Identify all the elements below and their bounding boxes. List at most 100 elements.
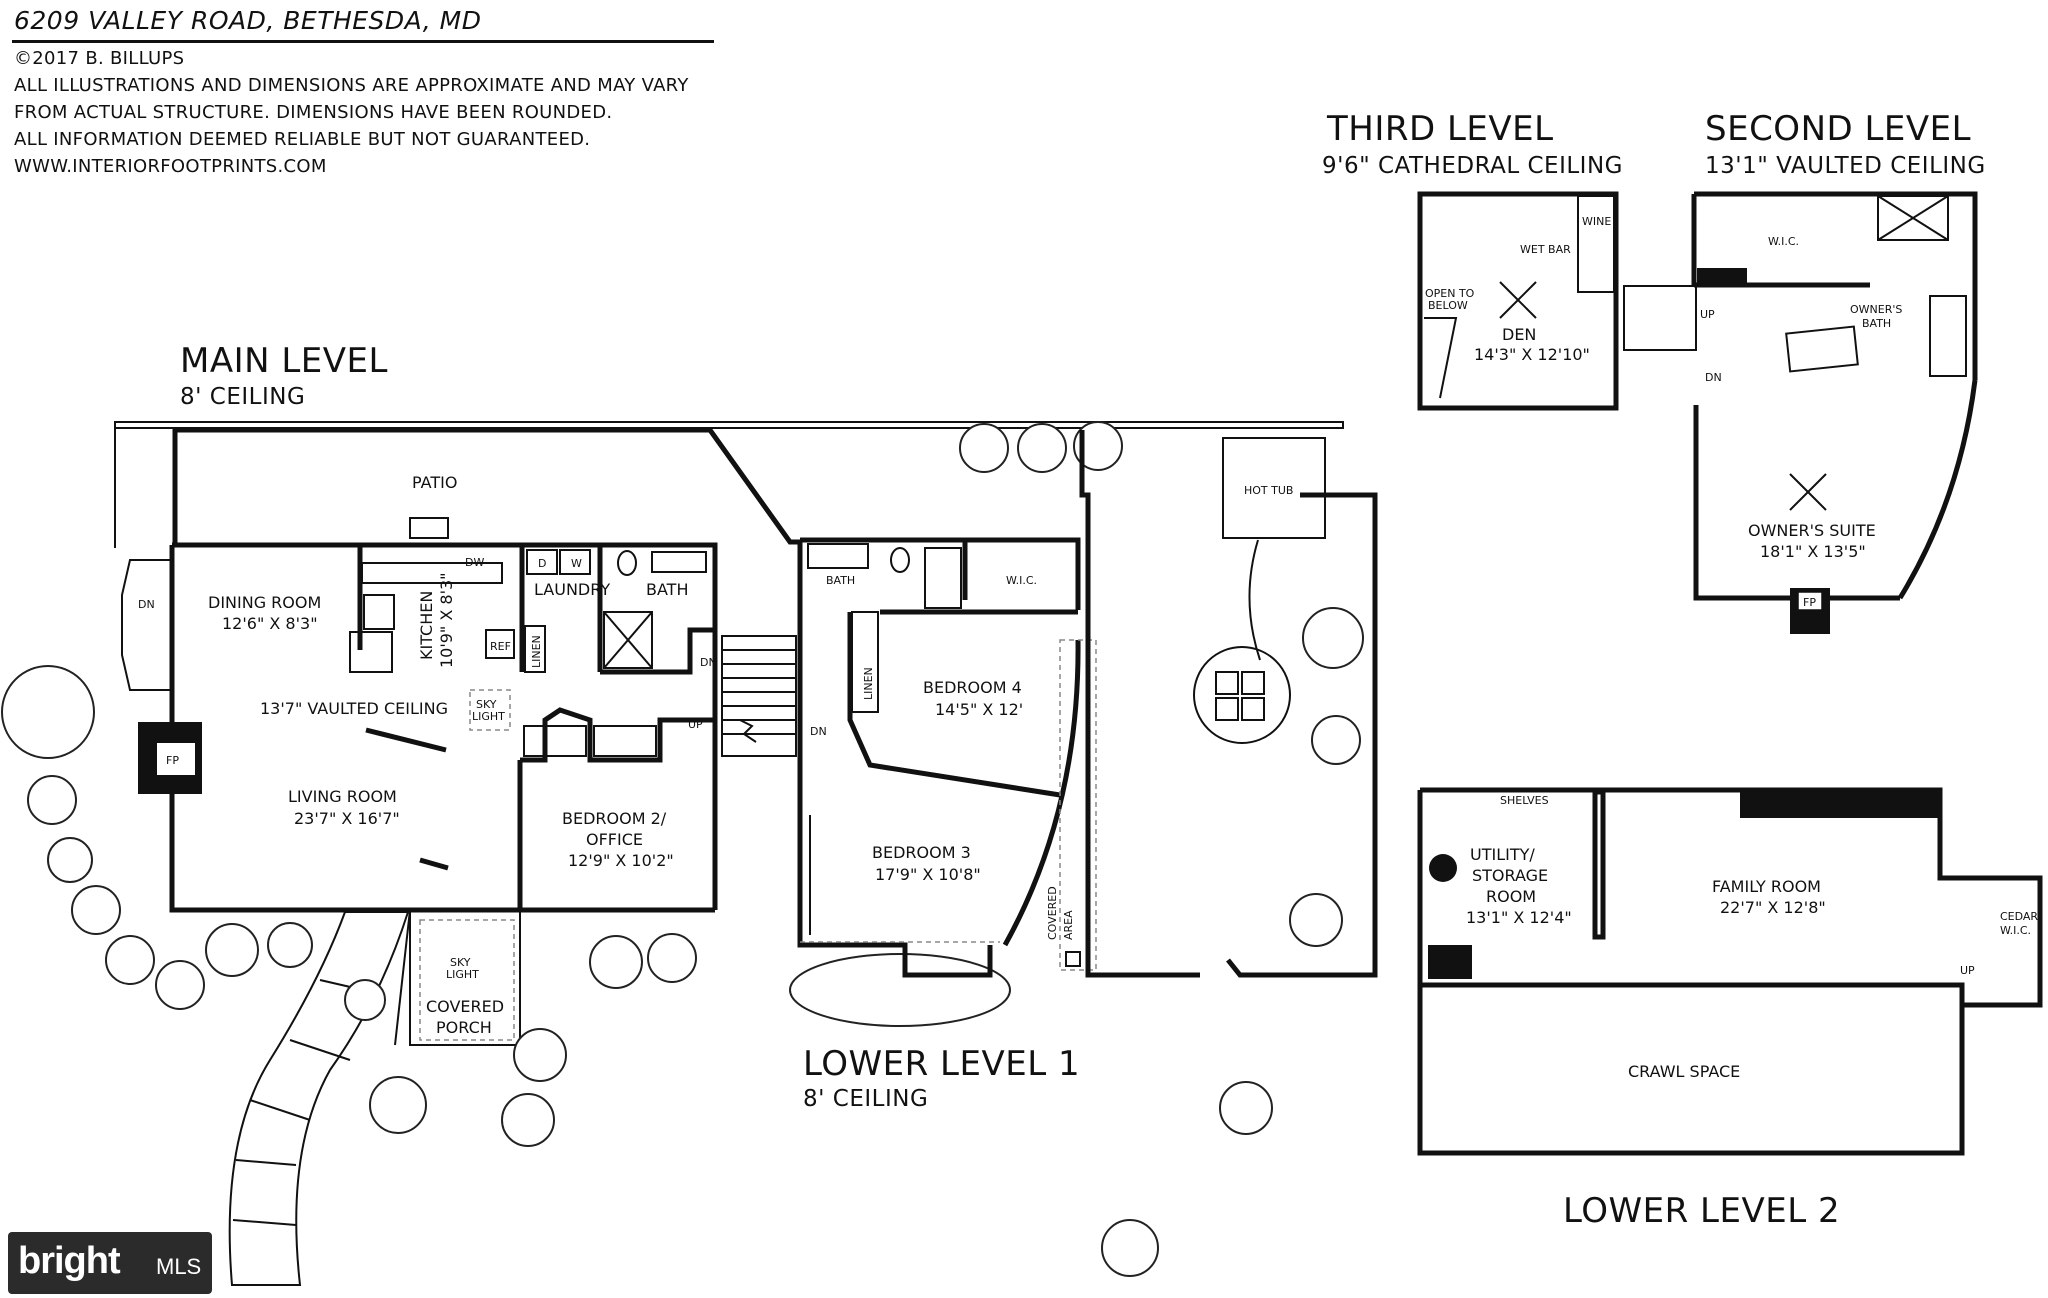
website-line: WWW.INTERIORFOOTPRINTS.COM [14,156,327,177]
header-rule [12,40,714,43]
main-shower-x2 [603,611,653,669]
wine-label: WINE [1582,215,1611,228]
ll1-wic-label: W.I.C. [1006,574,1037,587]
property-address-title: 6209 VALLEY ROAD, BETHESDA, MD [14,6,482,35]
porch-label-2: PORCH [436,1018,492,1037]
second-wic-shelf [1697,268,1747,286]
suite-left-bottom [1693,405,1790,601]
landscaping [1,421,1364,1277]
logo-wordmark: bright [18,1240,121,1282]
utility-label-3: ROOM [1486,887,1536,906]
ll2-top-right-wall [1420,787,2043,1008]
round-patio [1193,646,1291,744]
bedroom2-label-2: OFFICE [586,830,643,849]
kitchen-label: KITCHEN [417,591,436,660]
owners-bath-1: OWNER'S [1850,303,1902,316]
crawl-space [1417,982,1965,1156]
refrigerator [485,629,515,659]
dining-room-dim: 12'6" X 8'3" [222,614,318,633]
washer-label: W [571,557,582,570]
bedroom2-top-wall [520,707,715,763]
stair-up-label: UP [688,718,703,731]
main-toilet [617,550,637,576]
cedar-wic-2: W.I.C. [2000,924,2031,937]
porch-skylight-2: LIGHT [446,968,479,981]
kitchen-counter [361,562,503,584]
fireplace-insert [155,741,197,777]
logo-mls-text: MLS [156,1254,202,1279]
hot-tub-label: HOT TUB [1244,484,1293,497]
living-beam-lower [419,857,449,871]
porch-left-edge [394,909,411,1046]
patio-wall [172,427,800,545]
kitchen-island [349,631,393,673]
porch-skylight-1: SKY [450,956,471,969]
ll1-post [1065,951,1081,967]
suite-shower [1877,195,1949,241]
utility-partition [1592,789,1606,940]
dryer-label: D [538,557,546,570]
ll1-top-wall-2 [965,537,1081,610]
suite-fireplace-insert [1797,591,1823,611]
bright-mls-logo: bright MLS [8,1232,212,1294]
ll1-vanity [807,543,869,569]
patio-label: PATIO [412,473,457,492]
main-level-plan: PATIO DN DINING ROOM 12'6" X 8'3" REF DW… [114,421,1344,1046]
second-wic-label: W.I.C. [1768,235,1799,248]
lower-level-1-title: LOWER LEVEL 1 [803,1044,1080,1084]
bedroom4-dim: 14'5" X 12' [935,700,1023,719]
main-dn-label: DN [138,598,155,611]
ll2-up-label: UP [1960,964,1975,977]
suite-top-wall [1694,191,1978,380]
lower-level-2-plan: SHELVES UTILITY/ STORAGE ROOM 13'1" X 12… [1417,787,2043,1156]
bedroom2-dim: 12'9" X 10'2" [568,851,674,870]
suite-fp-label: FP [1803,596,1816,609]
ll1-bath-label: BATH [826,574,855,587]
covered-area-1: COVERED [1046,886,1059,940]
bath-bottom-wall [600,627,715,675]
copyright-line: ©2017 B. BILLUPS [14,48,185,69]
patio-stone [1215,697,1239,721]
den-walls [1417,191,1619,411]
lower-level-1-ceiling: 8' CEILING [803,1086,928,1112]
ref-label: REF [490,640,511,653]
main-bath-vanity [651,551,707,573]
water-heater [1429,854,1457,882]
family-room-dim: 22'7" X 12'8" [1720,898,1826,917]
disclaimer-line-3: ALL INFORMATION DEEMED RELIABLE BUT NOT … [14,129,591,150]
double-vanity [1785,325,1859,373]
utility-dim: 13'1" X 12'4" [1466,908,1572,927]
main-level-ceiling: 8' CEILING [180,384,305,410]
kitchen-dim: 10'9" X 8'3" [437,572,456,668]
skylight [469,689,511,731]
hot-tub-area-left [1079,430,1200,978]
shelves-top-label: SHELVES [1500,794,1549,807]
hot-tub-area-right [1226,492,1378,978]
main-shower [603,611,653,669]
main-linen-label: LINEN [530,635,543,668]
main-level-title: MAIN LEVEL [180,341,388,381]
patio-ledge [114,421,1344,429]
dryer [526,549,558,575]
main-house-left-bottom-wall [169,545,520,913]
suite-curved-wall [1897,379,1978,600]
wet-bar-counter [1577,195,1615,293]
bedroom4-wall [847,612,1061,798]
vaulted-ceiling-label: 13'7" VAULTED CEILING [260,699,448,718]
ll1-toilet [890,547,910,573]
second-dn-label: DN [1705,371,1722,384]
disclaimer-line-2: FROM ACTUAL STRUCTURE. DIMENSIONS HAVE B… [14,102,613,123]
bedroom2-label-1: BEDROOM 2/ [562,809,667,828]
skylight-line-2: LIGHT [472,710,505,723]
stair-break [739,719,757,743]
den-dim: 14'3" X 12'10" [1474,345,1590,364]
skylight-line-1: SKY [476,698,497,711]
stove [363,594,395,630]
owners-suite-label: OWNER'S SUITE [1748,521,1876,540]
covered-area [1059,639,1097,971]
cedar-wic-1: CEDAR [2000,910,2038,923]
open-below-1: OPEN TO [1425,287,1475,300]
ll1-left-bottom-wall [797,542,993,978]
owners-suite-dim: 18'1" X 13'5" [1760,542,1866,561]
